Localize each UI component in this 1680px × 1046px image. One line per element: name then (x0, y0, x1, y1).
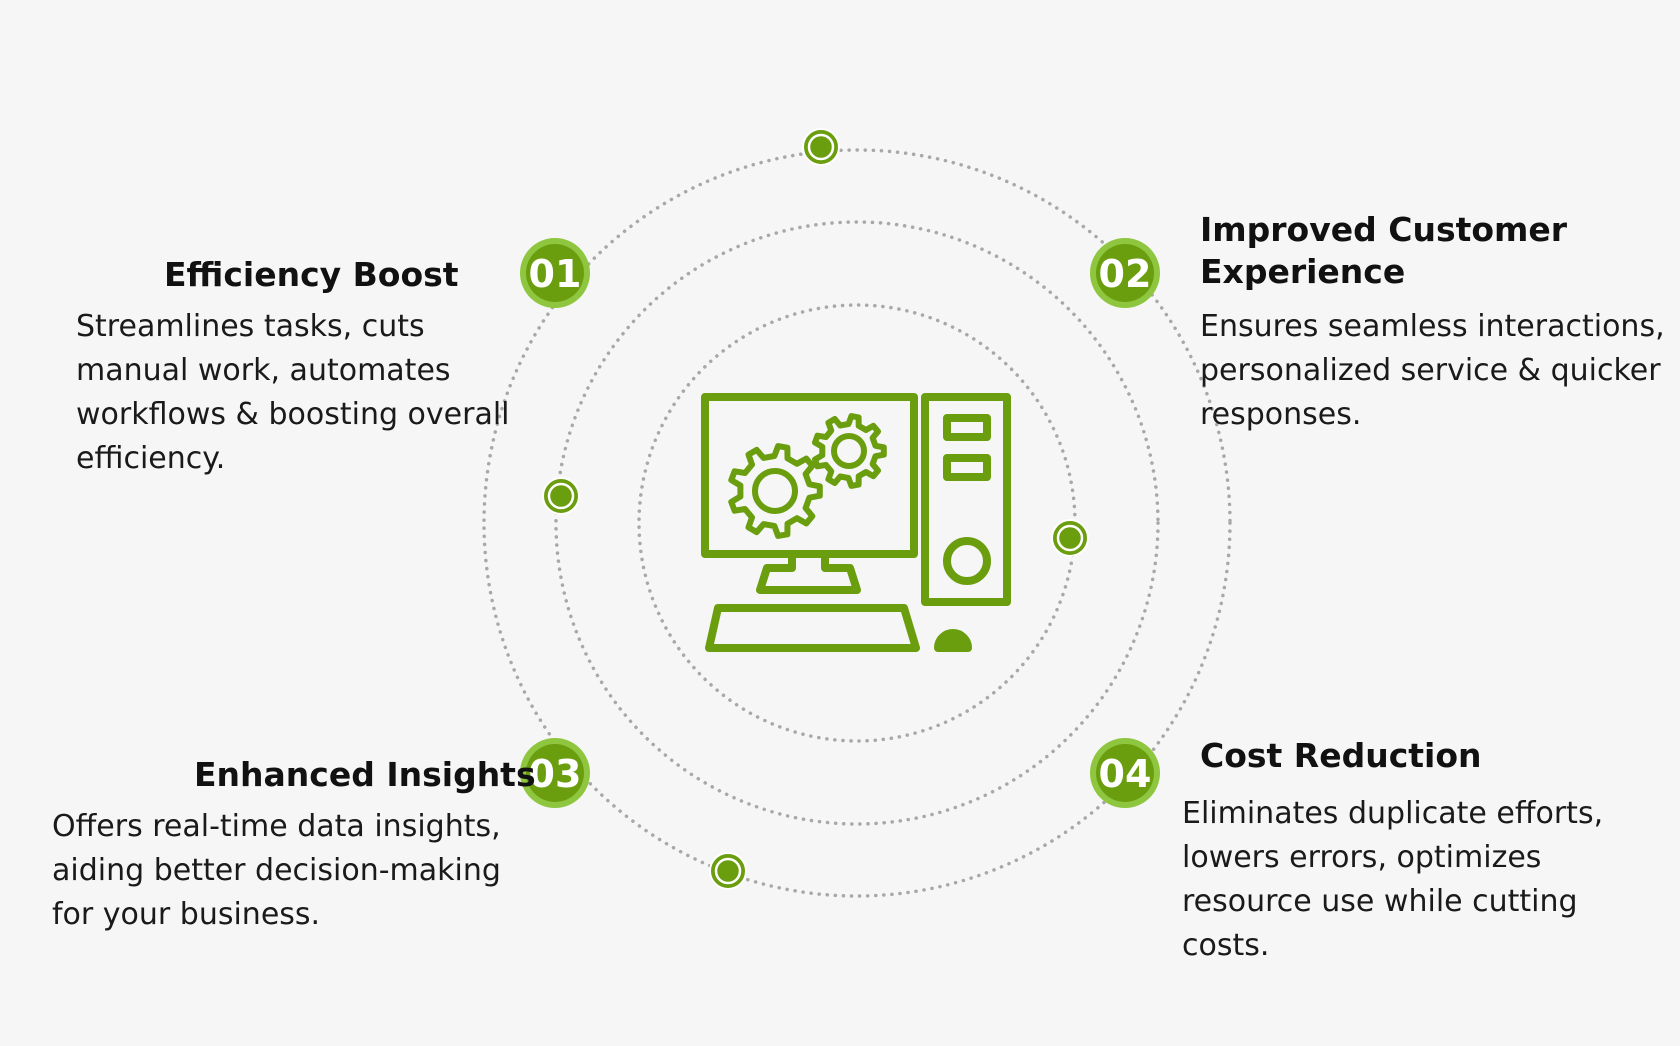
middle-orbit-ring (554, 220, 1160, 826)
mouse-icon (934, 629, 972, 652)
gear-icon (728, 443, 823, 539)
gear-icon (812, 413, 887, 489)
orbit-dot (709, 852, 747, 890)
svg-text:01: 01 (529, 252, 582, 296)
badge-01: 01 (520, 238, 590, 308)
item-title: Cost Reduction (1200, 736, 1482, 775)
computer-with-gears-icon (701, 393, 1011, 652)
keyboard-icon (705, 604, 920, 652)
item-description: Ensures seamless interactions, personali… (1200, 309, 1665, 432)
badge-03: 03 (520, 738, 590, 808)
badge-02: 02 (1090, 238, 1160, 308)
badge-04: 04 (1090, 738, 1160, 808)
tower-icon (921, 393, 1011, 606)
item-title: Enhanced Insights (194, 755, 536, 794)
item-title: Improved Customer Experience (1200, 210, 1568, 291)
item-description: Streamlines tasks, cuts manual work, aut… (76, 309, 510, 476)
item-description: Eliminates duplicate efforts, lowers err… (1182, 796, 1604, 963)
monitor-icon (701, 393, 918, 558)
orbit-dot (1051, 519, 1089, 557)
orbit-dot (802, 128, 840, 166)
orbit-dot (542, 477, 580, 515)
monitor-stand-icon (756, 550, 861, 594)
svg-text:03: 03 (529, 752, 582, 796)
outer-orbit-ring (482, 148, 1232, 898)
item-description: Offers real-time data insights, aiding b… (52, 809, 501, 932)
svg-text:02: 02 (1099, 252, 1152, 296)
item-title: Efficiency Boost (164, 255, 459, 294)
svg-text:04: 04 (1099, 752, 1152, 796)
